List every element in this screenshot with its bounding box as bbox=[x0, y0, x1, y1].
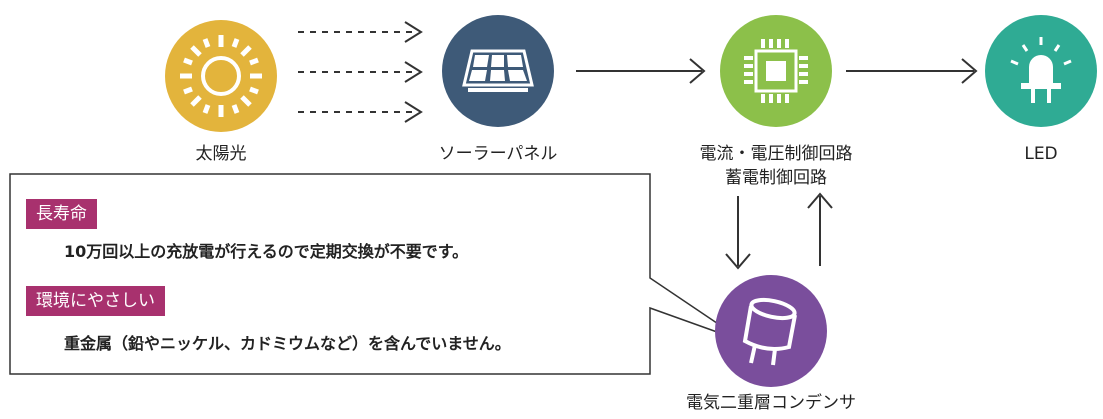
sun-node bbox=[165, 20, 277, 132]
callout-tag-eco: 環境にやさしい bbox=[26, 286, 165, 316]
solar-panel-node bbox=[442, 15, 554, 127]
capacitor-node bbox=[715, 275, 827, 387]
solar-panel-label: ソーラーパネル bbox=[438, 144, 558, 164]
led-node bbox=[985, 15, 1097, 127]
controller-node bbox=[720, 15, 832, 127]
controller-label-line2: 蓄電制御回路 bbox=[725, 168, 827, 188]
circuit-chip-icon bbox=[744, 39, 808, 103]
controller-label-line1: 電流・電圧制御回路 bbox=[699, 144, 853, 164]
callout-text-longevity: 10万回以上の充放電が行えるので定期交換が不要です。 bbox=[64, 242, 469, 261]
solar-panel-icon bbox=[462, 49, 534, 92]
capacitor-icon bbox=[742, 297, 797, 366]
sun-label: 太陽光 bbox=[195, 144, 247, 164]
sun-icon bbox=[180, 35, 262, 117]
capacitor-label: 電気二重層コンデンサ bbox=[686, 393, 856, 413]
callout-text-eco: 重金属（鉛やニッケル、カドミウムなど）を含んでいません。 bbox=[64, 334, 511, 353]
callout-tag-longevity: 長寿命 bbox=[26, 199, 97, 229]
led-bulb-icon bbox=[1010, 37, 1072, 103]
led-label: LED bbox=[1024, 144, 1058, 164]
